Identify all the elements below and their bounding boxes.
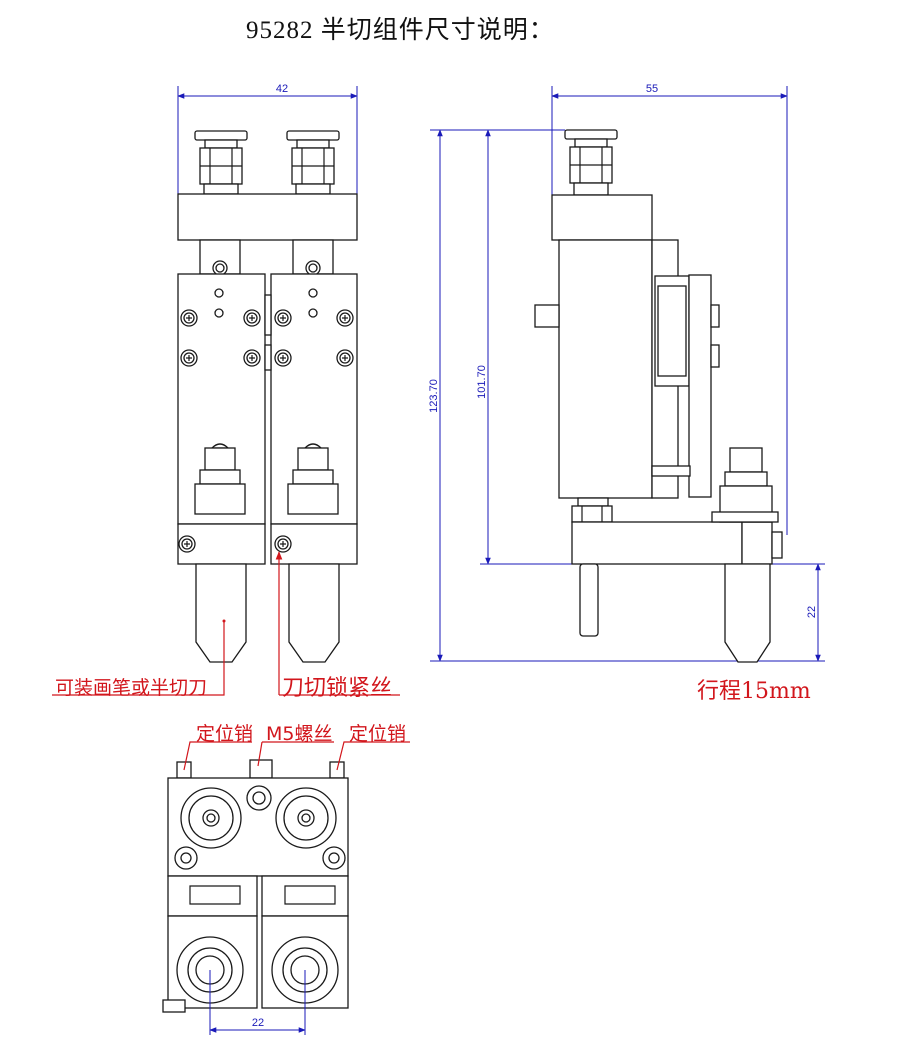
side-body <box>558 239 653 499</box>
dim-total-height: 123.70 <box>428 129 825 662</box>
title: 95282 半切组件尺寸说明： <box>246 17 555 44</box>
pen-holder-left <box>195 563 247 663</box>
air-fitting-right <box>286 130 340 195</box>
side-top-block <box>551 194 653 241</box>
front-view: 42 <box>52 83 400 696</box>
dim-front-width: 42 <box>177 83 358 196</box>
dim-stroke-offset: 22 <box>806 563 821 662</box>
air-fitting-left <box>194 130 248 195</box>
air-fitting-side <box>564 129 618 196</box>
dim-label-101-70: 101.70 <box>476 365 488 399</box>
dim-side-width: 55 <box>551 83 788 535</box>
dim-bottom-spacing: 22 <box>209 970 306 1035</box>
dim-label-55: 55 <box>646 83 658 95</box>
side-view: 55 123.70 101.70 22 <box>428 83 825 663</box>
label-stroke: 行程15mm <box>697 679 811 704</box>
dim-label-123-70: 123.70 <box>428 379 440 413</box>
side-shaft <box>579 563 599 637</box>
dim-label-22-bottom: 22 <box>252 1017 264 1029</box>
dim-label-22-side: 22 <box>806 606 818 618</box>
leader-pen <box>52 622 225 696</box>
label-knife-screw: 刀切锁紧丝 <box>282 676 393 701</box>
label-m5-screw: M5螺丝 <box>266 723 333 745</box>
label-pin-left: 定位销 <box>196 723 254 745</box>
label-pen-or-knife: 可装画笔或半切刀 <box>55 677 208 699</box>
label-pin-right: 定位销 <box>349 723 407 745</box>
top-block <box>177 193 358 241</box>
bottom-view: 22 <box>162 741 410 1035</box>
plunger-left <box>194 443 246 515</box>
plunger-right <box>287 443 339 515</box>
side-nut <box>571 505 613 523</box>
plunger-side <box>711 447 779 523</box>
pen-holder-right <box>288 563 340 663</box>
pen-holder-side <box>724 563 771 663</box>
dim-label-42: 42 <box>276 83 288 95</box>
side-clamp-block <box>571 521 743 565</box>
